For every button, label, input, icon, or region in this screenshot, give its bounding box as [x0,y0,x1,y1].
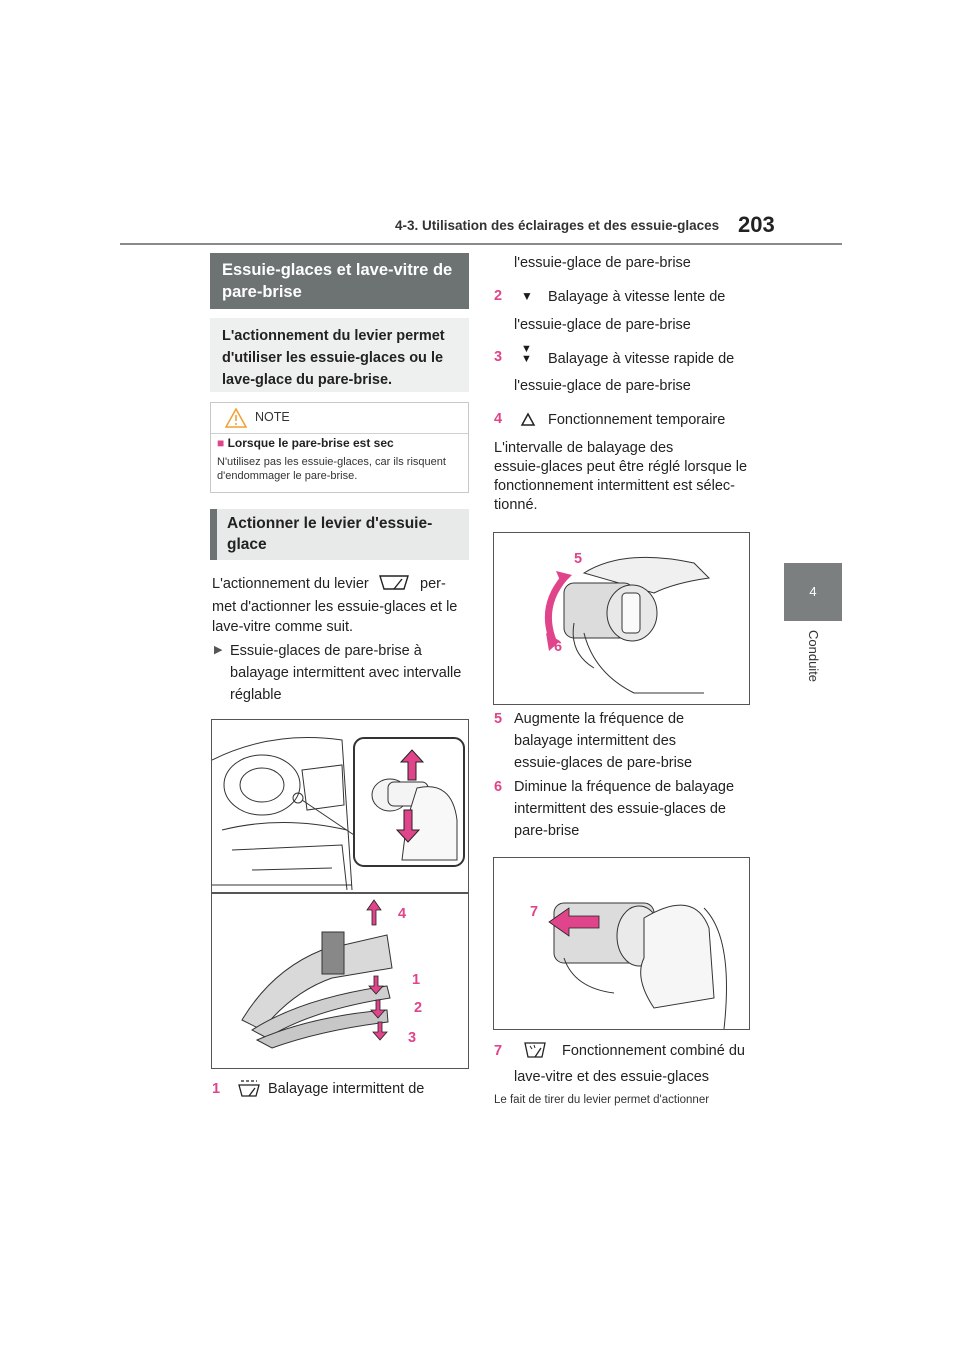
interval-adjust-figure: 5 6 [493,532,750,705]
item-number: 5 [494,711,503,727]
paragraph-line: essuie-glaces peut être réglé lorsque le [494,459,748,475]
intermittent-wiper-icon [238,1080,260,1097]
callout-label: 4 [398,906,407,922]
wiper-lever-icon [379,575,409,590]
double-down-arrow-icon: ▼▼ [521,343,532,365]
page-number: 203 [738,212,775,237]
callout-label: 7 [530,904,539,920]
square-bullet-icon: ■ [217,436,225,450]
bullet-line: balayage intermittent avec intervalle [230,665,462,681]
item-text: Balayage à vitesse lente de [548,289,726,305]
callout-label: 6 [554,639,563,655]
bullet-line: réglable [230,687,282,703]
header-divider [120,243,842,245]
item-text: Fonctionnement combiné du [562,1043,745,1059]
paragraph-line: met d'actionner les essuie-glaces et le [212,599,458,615]
note-body: N'utilisez pas les essuie-glaces, car il… [217,456,446,482]
note-box: NOTE ■ Lorsque le pare-brise est sec N'u… [210,402,469,493]
note-header: NOTE [211,403,468,434]
washer-pull-illustration [548,902,727,1029]
item-number: 1 [212,1081,221,1097]
item-text: l'essuie-glace de pare-brise [514,255,691,271]
note-subtitle-text: Lorsque le pare-brise est sec [227,436,394,450]
callout-label: 5 [574,551,583,567]
item-text: Balayage à vitesse rapide de [548,351,735,367]
paragraph-line: tionné. [494,497,538,513]
paragraph-line: per- [420,576,446,592]
chapter-tab: 4 [784,563,842,621]
section-title: Essuie-glaces et lave-vitre de pare-bris… [210,253,469,309]
callout-label: 2 [414,1000,423,1016]
item-text: Balayage intermittent de [268,1081,425,1097]
wiper-lever-illustration [212,737,468,1049]
item-text: pare-brise [514,823,580,839]
item-text: lave-vitre et des essuie-glaces [514,1069,710,1085]
item-number: 4 [494,411,503,427]
chapter-label: Conduite [806,630,821,683]
item-text: intermittent des essuie-glaces de [514,801,726,817]
item-text: essuie-glaces de pare-brise [514,755,693,771]
callout-label: 1 [412,972,421,988]
item-text: Fonctionnement temporaire [548,412,726,428]
item-number: 7 [494,1043,503,1059]
bullet-line: Essuie-glaces de pare-brise à [230,643,422,659]
note-subtitle: ■ Lorsque le pare-brise est sec [217,436,394,450]
callout-label: 3 [408,1030,417,1046]
triangle-bullet-icon: ▶ [214,644,223,656]
item-text: l'essuie-glace de pare-brise [514,378,691,394]
subsection-title: Actionner le levier d'essuie-glace [210,509,469,560]
washer-wiper-icon [524,1042,546,1058]
continued-text: Le fait de tirer du levier permet d'acti… [494,1094,710,1106]
section-heading: 4-3. Utilisation des éclairages et des e… [395,218,720,233]
item-text: Augmente la fréquence de [514,711,685,727]
down-arrow-icon: ▼ [521,289,533,303]
note-label: NOTE [255,410,290,424]
wiper-lever-figure: 4 1 2 3 [211,719,469,1069]
item-number: 3 [494,349,503,365]
interval-adjust-illustration [544,556,711,694]
paragraph-line: L'intervalle de balayage des [494,440,674,456]
item-text: balayage intermittent des [514,733,677,749]
item-number: 2 [494,288,503,304]
item-text: l'essuie-glace de pare-brise [514,317,691,333]
item-text: Diminue la fréquence de balayage [514,779,735,795]
intro-box: L'actionnement du levier permet d'utilis… [210,318,469,392]
warning-icon [225,408,247,428]
mist-triangle-icon [520,412,536,426]
paragraph-line: fonctionnement intermittent est sélec- [494,478,735,494]
paragraph-line: L'actionnement du levier [212,576,369,592]
paragraph-line: lave-vitre comme suit. [212,619,354,635]
item-number: 6 [494,779,503,795]
washer-pull-figure: 7 [493,857,750,1030]
